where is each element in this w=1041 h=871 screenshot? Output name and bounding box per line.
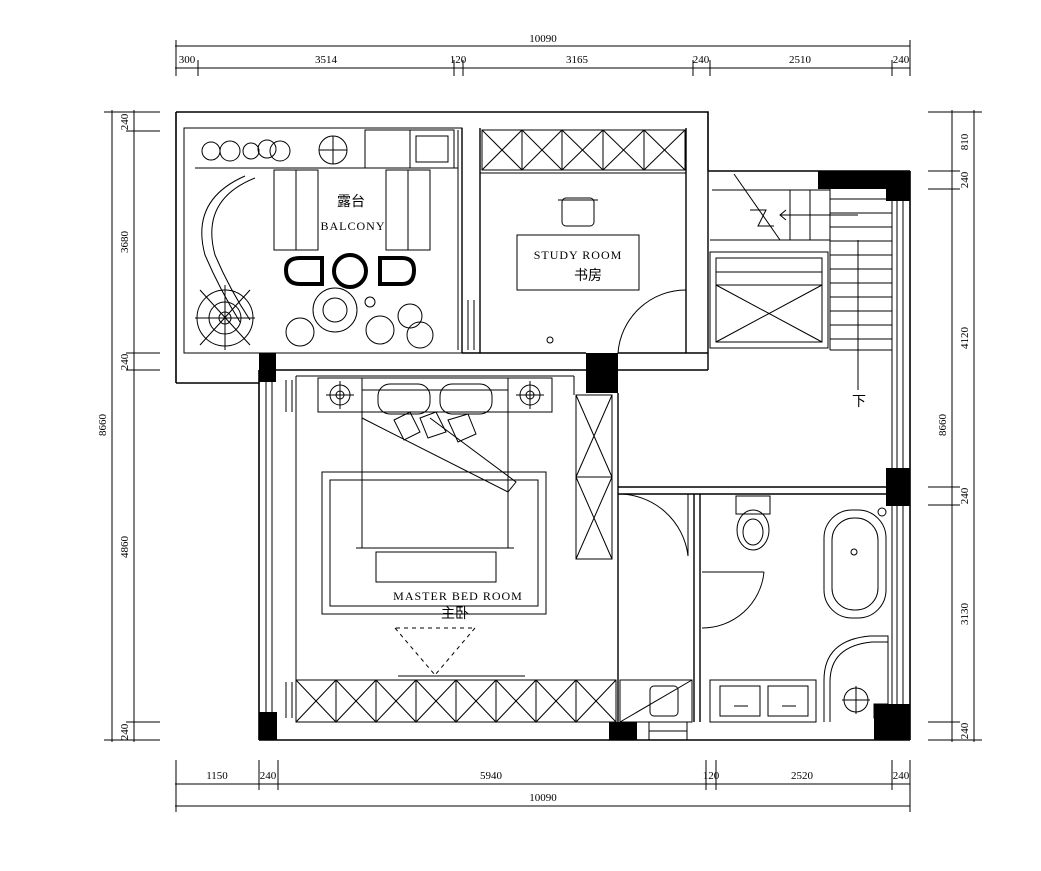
exterior-walls bbox=[175, 111, 911, 741]
chair-left-icon bbox=[283, 256, 324, 286]
dim-left-seg-3: 240 bbox=[119, 353, 131, 370]
pillow-right bbox=[439, 383, 493, 415]
bathtub-icon bbox=[823, 509, 887, 619]
balcony: 露台 BALCONY bbox=[195, 129, 459, 350]
dim-left-seg-5: 240 bbox=[119, 723, 131, 740]
stair-down-label: 下 bbox=[852, 395, 866, 410]
dim-bottom-seg-3: 5940 bbox=[480, 770, 503, 782]
tv-sightline bbox=[394, 627, 476, 676]
dim-right-total: 8660 bbox=[937, 414, 949, 437]
left-dimension-chain: 240 3680 240 4860 240 8660 bbox=[97, 110, 160, 742]
dim-bottom-seg-1: 1150 bbox=[206, 770, 228, 782]
dim-left-seg-1: 240 bbox=[119, 113, 131, 130]
dim-top-seg-5: 240 bbox=[693, 54, 710, 66]
dim-bottom-seg-5: 2520 bbox=[791, 770, 814, 782]
sink-left-icon bbox=[719, 685, 761, 717]
toilet-tank bbox=[735, 495, 771, 515]
study-bookshelf bbox=[481, 129, 686, 171]
study-label-cn: 书房 bbox=[574, 268, 602, 284]
double-vanity bbox=[709, 679, 817, 723]
study-label-en: STUDY ROOM bbox=[534, 248, 623, 262]
lounger-left bbox=[273, 169, 297, 251]
dim-top-seg-7: 240 bbox=[893, 54, 910, 66]
dim-left-total: 8660 bbox=[97, 414, 109, 437]
dim-right-seg-2: 240 bbox=[959, 171, 971, 188]
master-bedroom: MASTER BED ROOM 主卧 bbox=[285, 375, 689, 723]
dim-left-seg-2: 3680 bbox=[119, 231, 131, 254]
toilet-icon bbox=[736, 509, 770, 551]
nightstand-right bbox=[507, 377, 553, 413]
curtain-icon bbox=[285, 375, 575, 722]
dim-left-seg-4: 4860 bbox=[119, 536, 131, 559]
bathroom-door-swing bbox=[701, 571, 765, 629]
dim-top-total: 10090 bbox=[529, 33, 557, 45]
dim-right-seg-6: 240 bbox=[959, 722, 971, 739]
dim-bottom-seg-2: 240 bbox=[260, 770, 277, 782]
garden-path bbox=[211, 177, 256, 321]
windows bbox=[265, 201, 904, 712]
chair-right-icon bbox=[378, 256, 417, 286]
right-dimension-chain: 810 240 4120 240 3130 240 8660 bbox=[928, 110, 982, 742]
balcony-label-cn: 露台 bbox=[337, 194, 365, 210]
balcony-label-en: BALCONY bbox=[320, 219, 385, 233]
study-room: STUDY ROOM 书房 bbox=[467, 129, 687, 354]
dim-top-seg-6: 2510 bbox=[789, 54, 812, 66]
dim-bottom-seg-6: 240 bbox=[893, 770, 910, 782]
nightstand-left bbox=[317, 377, 363, 413]
elevator-box bbox=[709, 251, 829, 349]
lounger-right bbox=[385, 169, 409, 251]
dim-top-seg-4: 3165 bbox=[566, 54, 589, 66]
dim-right-seg-5: 3130 bbox=[959, 603, 971, 626]
staircase: 下 bbox=[709, 173, 892, 410]
top-dimension-chain: 10090 300 3514 120 3165 240 2510 240 bbox=[175, 33, 911, 76]
bedroom-rug bbox=[321, 471, 547, 615]
dim-right-seg-4: 240 bbox=[959, 487, 971, 504]
bottom-dimension-chain: 1150 240 5940 120 2520 240 10090 bbox=[175, 760, 911, 812]
bedroom-door-swing bbox=[617, 493, 689, 557]
structural-columns bbox=[259, 171, 910, 740]
dim-right-seg-3: 4120 bbox=[959, 327, 971, 350]
balcony-plants-icon bbox=[195, 285, 434, 350]
study-door-swing bbox=[617, 289, 687, 354]
dim-bottom-seg-4: 120 bbox=[703, 770, 720, 782]
dim-top-seg-2: 3514 bbox=[315, 54, 338, 66]
sink-right-icon bbox=[767, 685, 809, 717]
table-icon bbox=[332, 253, 368, 289]
bathroom bbox=[619, 495, 889, 741]
study-chair-icon bbox=[561, 197, 595, 227]
bed-blanket bbox=[361, 417, 517, 493]
balcony-cabinet bbox=[364, 129, 411, 169]
dim-top-seg-3: 120 bbox=[450, 54, 467, 66]
dim-right-seg-1: 810 bbox=[959, 133, 971, 150]
plant-row-icon bbox=[201, 135, 348, 165]
dim-top-seg-1: 300 bbox=[179, 54, 196, 66]
pillow-left bbox=[377, 383, 431, 415]
master-label-cn: 主卧 bbox=[441, 606, 469, 622]
shower-enclosure bbox=[823, 635, 889, 722]
study-desk bbox=[516, 234, 640, 291]
bed-bench bbox=[375, 551, 497, 583]
dim-bottom-total: 10090 bbox=[529, 792, 557, 804]
master-label-en: MASTER BED ROOM bbox=[393, 589, 523, 603]
